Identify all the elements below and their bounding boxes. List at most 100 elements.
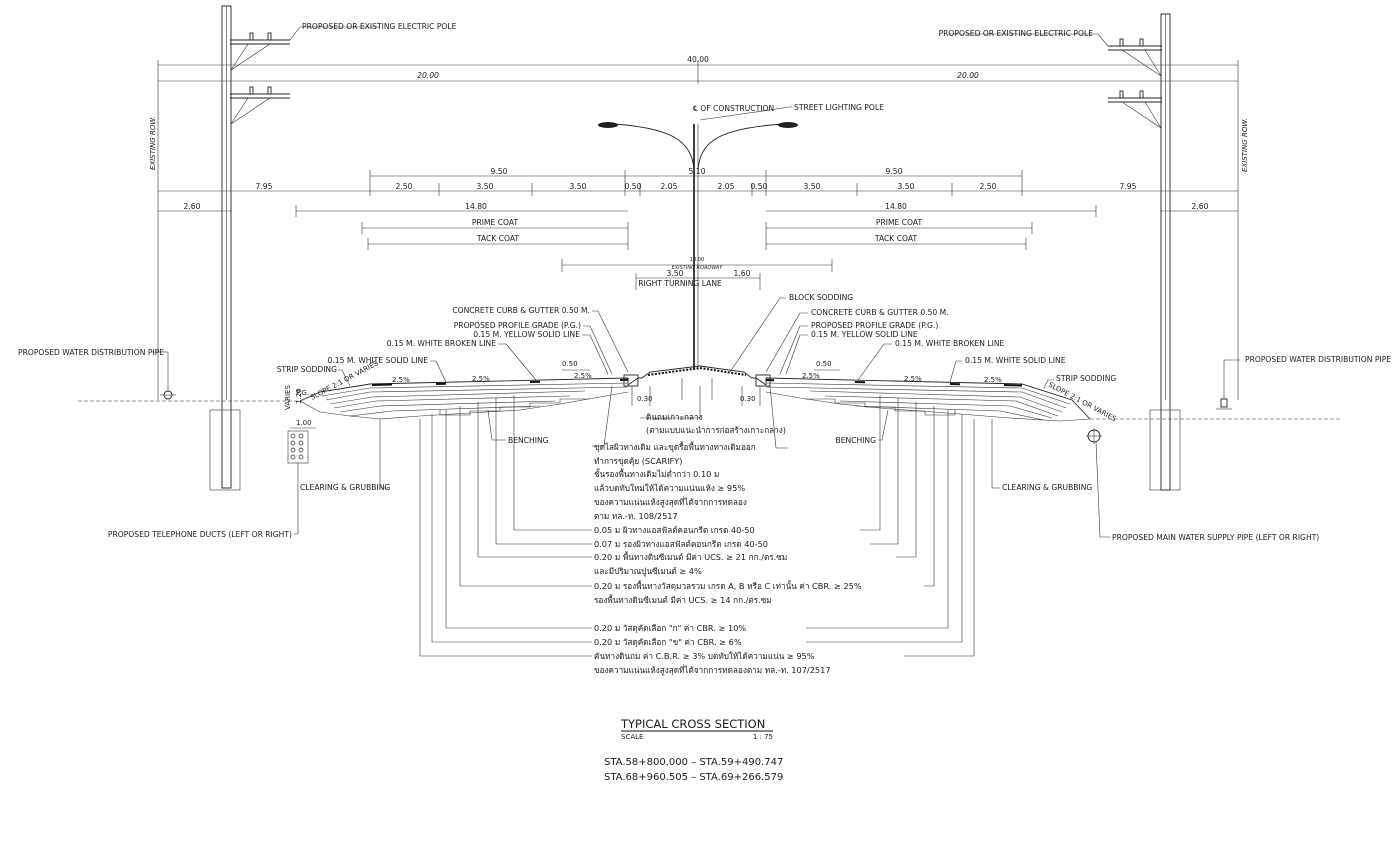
dim-offset-right-text: 2.60 [1192, 202, 1209, 211]
dim-lane-right-2: 3.50 [804, 182, 821, 191]
street-light-label: STREET LIGHTING POLE [794, 103, 884, 112]
existing-roadway-value: 10.00 [690, 257, 704, 263]
layer-2-line-1: และมีปริมาณปูนซีเมนต์ ≥ 4% [594, 566, 702, 577]
dimension-total: 40.00 [157, 55, 1239, 400]
median-fill-line-1: (ตามแบบแนะนำการก่อสร้างเกาะกลาง) [646, 425, 786, 435]
layer-2-line-0: 0.20 ม พื้นทางดินซีเมนต์ มีค่า UCS. ≥ 21… [594, 551, 787, 562]
grade-pct-3: 2.5% [574, 372, 592, 380]
electric-pole-left-label: PROPOSED OR EXISTING ELECTRIC POLE [302, 22, 457, 31]
curb-width-left: 0.50 [562, 360, 578, 368]
white-solid-left-label: 0.15 M. WHITE SOLID LINE [328, 356, 429, 365]
scarify-line-2: ชั้นรองพื้นทางเดิมไม่ต่ำกว่า 0.10 ม [594, 468, 719, 479]
curb-left-label: CONCRETE CURB & GUTTER 0.50 M. [452, 306, 590, 315]
white-broken-left-label: 0.15 M. WHITE BROKEN LINE [387, 339, 496, 348]
dim-carriage-right-text: 9.50 [886, 167, 903, 176]
dim-offset-left-text: 2.60 [184, 202, 201, 211]
pavement-section [299, 377, 1091, 422]
trench-width: 1.00 [296, 419, 312, 427]
layer-0-line-0: 0.05 ม ผิวทางแอสฟัลต์คอนกรีต เกรด 40-50 [594, 525, 755, 535]
clearing-right-label: CLEARING & GRUBBING [1002, 483, 1092, 492]
station-line-1: STA.68+960.505 – STA.69+266.579 [604, 772, 783, 783]
coat-dimensions: PRIME COAT TACK COAT PRIME COAT TACK COA… [361, 218, 1033, 250]
scarify-line-0: ขุดไสผิวทางเดิม และขุดรื้อพื้นทางทางเดิม… [594, 441, 756, 452]
drawing-title: TYPICAL CROSS SECTION [620, 717, 765, 731]
scarify-line-4: ของความแน่นแห้งสูงสุดที่ได้จากการทดลอง [594, 496, 747, 508]
tack-coat-left-label: TACK COAT [476, 234, 520, 243]
dim-lane-right-3: 3.50 [898, 182, 915, 191]
scale-value: 1 : 75 [753, 733, 773, 741]
dimension-widths: 2.60 14.80 14.80 2.60 [158, 202, 1238, 217]
dim-total-text: 40.00 [687, 55, 709, 64]
ground-line [78, 400, 1340, 420]
grade-pct-4: 2.5% [802, 372, 820, 380]
title-block: TYPICAL CROSS SECTION SCALE 1 : 75 STA.5… [604, 717, 783, 783]
layer-5-line-0: 0.20 ม วัสดุคัดเลือก "ข" ค่า CBR. ≥ 6% [594, 637, 742, 647]
dim-lane-right-1: 0.50 [751, 182, 768, 191]
pg-right-label: PROPOSED PROFILE GRADE (P.G.) [811, 321, 938, 330]
main-water-label: PROPOSED MAIN WATER SUPPLY PIPE (LEFT OR… [1112, 533, 1319, 542]
slope-right-label: SLOPE 2:1 OR VARIES [1047, 381, 1118, 424]
electric-pole-left [209, 5, 290, 491]
dimension-halves: 20.00 20.00 [158, 71, 1238, 82]
dim-lane-left-0: 2.50 [396, 182, 413, 191]
dim-lane-left-3: 0.50 [625, 182, 642, 191]
electric-pole-right-label: PROPOSED OR EXISTING ELECTRIC POLE [939, 29, 1094, 38]
grade-pct-1: 2.5% [392, 376, 410, 384]
water-pipe-left-label: PROPOSED WATER DISTRIBUTION PIPE [18, 348, 164, 357]
grade-pct-2: 2.5% [472, 375, 490, 383]
curb-right-label: CONCRETE CURB & GUTTER 0.50 M. [811, 308, 949, 317]
construction-cl-label: ℄ OF CONSTRUCTION [693, 104, 774, 113]
dim-lane-right-0: 2.05 [718, 182, 735, 191]
telephone-duct-trench: P.G. 1.20 1.00 [287, 388, 316, 464]
main-water-pipe [1086, 428, 1110, 538]
dim-row-left-text: 7.95 [256, 182, 273, 191]
layer-6-line-1: ของความแน่นแห้งสูงสุดที่ได้จากการทดลองตา… [594, 664, 831, 676]
yellow-right-label: 0.15 M. YELLOW SOLID LINE [811, 330, 918, 339]
benching-left-label: BENCHING [508, 436, 549, 445]
tack-coat-right-label: TACK COAT [874, 234, 918, 243]
callouts-left: CONCRETE CURB & GUTTER 0.50 M. PROPOSED … [277, 306, 629, 387]
existing-roadway-label: EXISTING ROADWAY [672, 265, 724, 271]
grade-labels: 2.5% 2.5% 2.5% 2.5% 2.5% 2.5% 0.50 0.50 [392, 360, 1002, 384]
trench-depth: 1.20 [295, 388, 303, 404]
dimension-lanes: 7.95 2.50 3.50 3.50 0.50 2.05 2.05 0.50 … [158, 170, 1238, 196]
dim-median-text: 5.10 [689, 167, 706, 176]
strip-sodding-left-label: STRIP SODDING [277, 365, 337, 374]
benching-right-label: BENCHING [835, 436, 876, 445]
layer-3-line-1: รองพื้นทางดินซีเมนต์ มีค่า UCS. ≥ 14 กก.… [594, 594, 772, 605]
turn-dim-b: 1.60 [734, 269, 751, 278]
curb-width-right: 0.50 [816, 360, 832, 368]
right-turning-lane-label: RIGHT TURNING LANE [638, 279, 722, 288]
median-fill-note: ดินถมเกาะกลาง (ตามแบบแนะนำการก่อสร้างเกา… [640, 386, 786, 435]
layer-4-line-0: 0.20 ม วัสดุคัดเลือก "ก" ค่า CBR. ≥ 10% [594, 623, 746, 633]
turn-dim-a: 3.50 [667, 269, 684, 278]
varies-label: VARIES [284, 385, 292, 410]
dimension-carriageway: 9.50 5.10 9.50 [370, 167, 1022, 177]
telephone-label: PROPOSED TELEPHONE DUCTS (LEFT OR RIGHT) [108, 530, 292, 539]
existing-row-left-label: EXISTING ROW. [149, 116, 157, 170]
white-solid-right-label: 0.15 M. WHITE SOLID LINE [965, 356, 1066, 365]
electric-pole-right [1108, 13, 1181, 491]
layer-6-line-0: คันทางดินถม ค่า C.B.R. ≥ 3% บดทับให้ได้ค… [594, 651, 815, 661]
dim-lane-left-2: 3.50 [570, 182, 587, 191]
dim-half-left-text: 20.00 [417, 71, 439, 80]
dim-half-right-text: 20.00 [957, 71, 979, 80]
street-lighting-pole [598, 122, 798, 370]
dim-width-left-text: 14.80 [465, 202, 487, 211]
scale-label: SCALE [621, 733, 643, 741]
layer-notes: 0.05 ม ผิวทางแอสฟัลต์คอนกรีต เกรด 40-50 … [594, 525, 862, 676]
block-sodding-label: BLOCK SODDING [789, 293, 853, 302]
scarify-note: ขุดไสผิวทางเดิม และขุดรื้อพื้นทางทางเดิม… [592, 385, 788, 521]
dim-lane-left-1: 3.50 [477, 182, 494, 191]
callouts-right: BLOCK SODDING CONCRETE CURB & GUTTER 0.5… [729, 293, 1116, 389]
grade-pct-5: 2.5% [904, 375, 922, 383]
clearing-left-label: CLEARING & GRUBBING [300, 483, 390, 492]
dim-lane-left-4: 2.05 [661, 182, 678, 191]
prime-coat-right-label: PRIME COAT [876, 218, 923, 227]
median-island: 0.30 0.30 [623, 365, 771, 406]
curb-depth-right: 0.30 [740, 395, 756, 403]
median-fill-line-0: ดินถมเกาะกลาง [646, 412, 703, 422]
yellow-left-label: 0.15 M. YELLOW SOLID LINE [473, 330, 580, 339]
existing-roadway-dimension: 10.00 EXISTING ROADWAY 3.50 1.60 RIGHT T… [561, 257, 833, 290]
